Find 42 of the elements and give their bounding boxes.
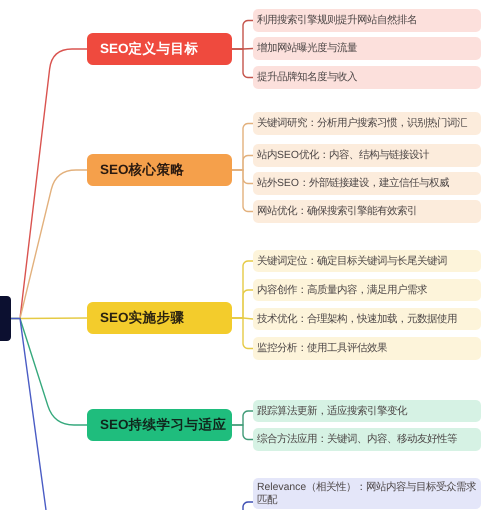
subtopic-text: 站外SEO：外部链接建设，建立信任与权威 [257, 177, 449, 190]
subtopic-box [253, 279, 481, 301]
topic-label: SEO持续学习与适应 [100, 416, 227, 434]
subtopic-box [253, 9, 481, 32]
subtopic-box [253, 66, 481, 89]
subtopic-text: Relevance（相关性）：网站内容与目标受众需求匹配 [257, 480, 478, 506]
subtopic-text: 提升品牌知名度与收入 [257, 71, 357, 84]
subtopic-text: 技术优化：合理架构，快速加载，元数据使用 [257, 312, 457, 326]
subtopic-box [253, 37, 481, 60]
connector-line [232, 169, 253, 212]
connector-line [232, 424, 253, 440]
subtopic-text: 监控分析：使用工具评估效果 [257, 342, 387, 355]
topic-box [87, 154, 232, 186]
subtopic-text: 关键词研究：分析用户搜索习惯，识别热门词汇 [257, 117, 467, 130]
root-box [0, 296, 11, 341]
subtopic-text: 网站优化：确保搜索引擎能有效索引 [257, 205, 417, 218]
subtopic-box [253, 250, 481, 272]
topic-label: SEO定义与目标 [100, 40, 199, 58]
subtopic-text: 内容创作：高质量内容，满足用户需求 [257, 284, 427, 296]
subtopic-box [253, 112, 481, 135]
subtopic-text: 利用搜索引擎规则提升网站自然排名 [257, 14, 417, 27]
subtopic-text: 站内SEO优化：内容、结构与链接设计 [257, 149, 429, 162]
topic-box [87, 409, 232, 441]
subtopic-text: 跟踪算法更新，适应搜索引擎变化 [257, 404, 407, 418]
subtopic-box [253, 144, 481, 167]
topic-box [87, 33, 232, 65]
connector-line [242, 501, 253, 510]
connector-line [232, 48, 253, 78]
subtopic-box [253, 172, 481, 195]
subtopic-text: 关键词定位：确定目标关键词与长尾关键词 [257, 254, 447, 268]
subtopic-box [253, 200, 481, 223]
subtopic-box [253, 308, 481, 330]
subtopic-box [253, 337, 481, 360]
topic-box [87, 302, 232, 334]
connector-line [232, 317, 253, 350]
subtopic-text: 综合方法应用：关键词、内容、移动友好性等 [257, 433, 457, 446]
subtopic-text: 增加网站曝光度与流量 [257, 42, 357, 55]
connector-line [11, 318, 47, 510]
subtopic-box [253, 428, 481, 451]
topic-label: SEO核心策略 [100, 161, 185, 179]
subtopic-box [253, 400, 481, 422]
topic-label: SEO实施步骤 [100, 309, 185, 327]
